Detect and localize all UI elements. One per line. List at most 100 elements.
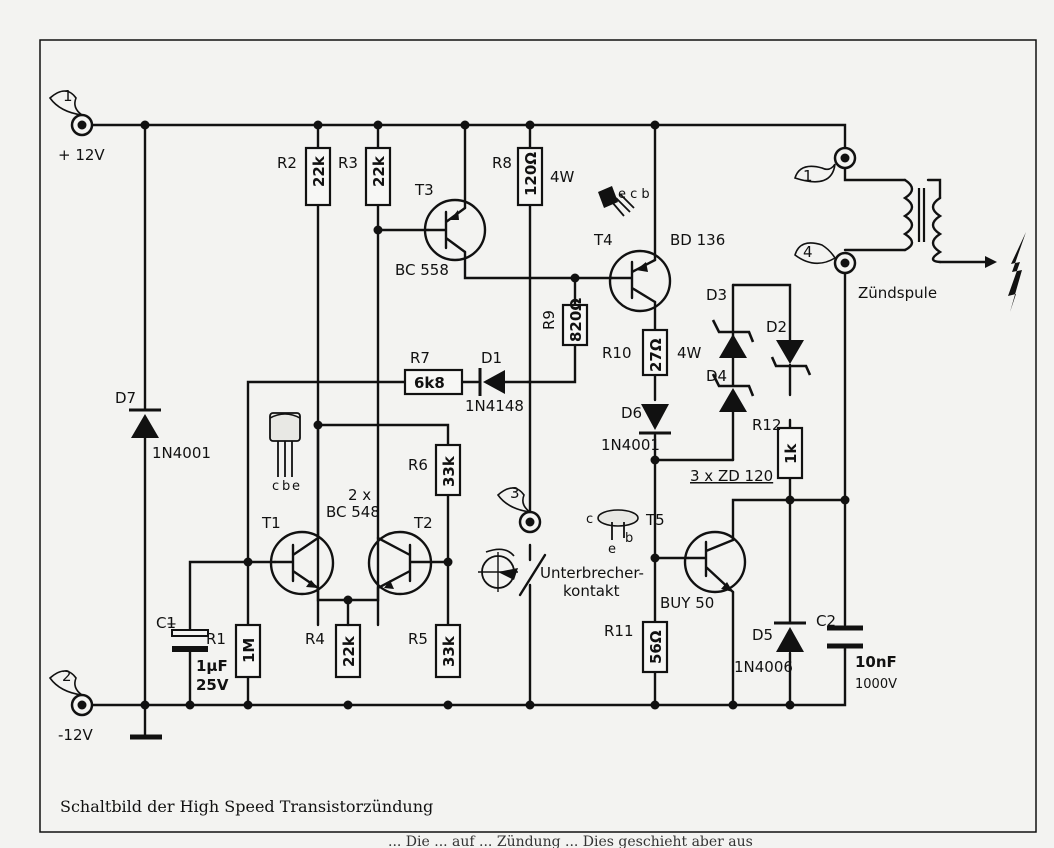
zener-d4: D4 [706, 367, 755, 412]
svg-text:820Ω: 820Ω [567, 298, 585, 342]
svg-text:1: 1 [63, 87, 73, 105]
minus-12v-label: -12V [58, 726, 93, 744]
svg-text:D3: D3 [706, 286, 727, 304]
svg-text:T5: T5 [645, 511, 665, 529]
svg-text:C2: C2 [816, 612, 836, 630]
resistor-r1: 1M R1 [206, 623, 262, 679]
svg-text:D7: D7 [115, 389, 136, 407]
svg-text:C1: C1 [156, 614, 176, 632]
transistor-t1: T1 [261, 423, 350, 602]
resistor-r7: 6k8 R7 [403, 349, 464, 396]
resistor-r5: 33k R5 [408, 623, 462, 679]
svg-text:D6: D6 [621, 404, 642, 422]
svg-text:4: 4 [803, 243, 813, 261]
terminal-1: 1 [48, 87, 94, 137]
svg-text:b: b [282, 479, 290, 494]
pair-type-label: BC 548 [326, 503, 380, 521]
svg-text:D4: D4 [706, 367, 727, 385]
svg-text:R2: R2 [277, 154, 297, 172]
diode-d5: D5 1N4006 [734, 621, 806, 676]
svg-text:10nF: 10nF [855, 653, 897, 671]
svg-text:R9: R9 [540, 310, 558, 330]
svg-text:c: c [272, 479, 279, 494]
to3-package-icon: c b e [586, 509, 639, 557]
ignition-coil: Zündspule [858, 178, 997, 302]
svg-text:BD 136: BD 136 [670, 231, 725, 249]
svg-text:1N4001: 1N4001 [601, 436, 660, 454]
resistor-r2: 22k R2 [277, 146, 332, 207]
svg-text:27Ω: 27Ω [647, 338, 665, 372]
to126-package-icon: e c b [598, 186, 650, 217]
svg-text:R12: R12 [752, 416, 782, 434]
diode-d7: D7 1N4001 [115, 389, 211, 462]
svg-text:e c b: e c b [618, 187, 650, 202]
terminal-3: 3 [496, 484, 542, 534]
svg-text:R1: R1 [206, 630, 226, 648]
svg-text:R4: R4 [305, 630, 325, 648]
svg-text:1N4148: 1N4148 [465, 397, 524, 415]
svg-text:22k: 22k [310, 155, 328, 187]
spark-icon [1008, 232, 1026, 312]
figure-caption: Schaltbild der High Speed Transistorzünd… [60, 797, 433, 816]
transistor-t2: T2 [346, 514, 450, 627]
resistor-r9: 820Ω R9 [540, 298, 589, 347]
svg-text:R10: R10 [602, 344, 632, 362]
svg-text:+: + [166, 617, 177, 632]
transistor-t5: T5 BUY 50 [645, 511, 747, 612]
svg-text:b: b [625, 531, 633, 546]
svg-text:1N4006: 1N4006 [734, 658, 793, 676]
svg-text:T3: T3 [414, 181, 434, 199]
plus-12v-label: + 12V [58, 146, 105, 164]
svg-text:33k: 33k [440, 635, 458, 667]
svg-text:R7: R7 [410, 349, 430, 367]
svg-text:22k: 22k [370, 155, 388, 187]
svg-text:3: 3 [510, 484, 520, 502]
svg-text:R6: R6 [408, 456, 428, 474]
transistor-t3: T3 BC 558 [395, 181, 487, 279]
svg-text:e: e [292, 479, 300, 494]
to92-package-icon: c b e [269, 412, 301, 494]
terminal-1-coil: 1 [793, 146, 857, 185]
svg-text:4W: 4W [677, 344, 702, 362]
svg-text:6k8: 6k8 [414, 374, 445, 392]
resistor-r10: 27Ω R10 4W [602, 328, 702, 377]
svg-text:T2: T2 [413, 514, 433, 532]
svg-text:T1: T1 [261, 514, 281, 532]
terminal-4: 4 [794, 242, 857, 275]
figure-frame [39, 39, 1037, 833]
svg-text:D1: D1 [481, 349, 502, 367]
svg-text:2: 2 [62, 667, 72, 685]
svg-text:BC 558: BC 558 [395, 261, 449, 279]
zener-d3: D3 [706, 286, 755, 358]
svg-text:kontakt: kontakt [563, 582, 620, 600]
breaker-contact: Unterbrecher- kontakt [478, 548, 644, 600]
svg-text:c: c [586, 512, 593, 527]
resistor-r3: 22k R3 [338, 146, 392, 207]
resistor-r11: 56Ω R11 [604, 620, 669, 674]
resistor-r4: 22k R4 [305, 623, 362, 679]
svg-text:BUY 50: BUY 50 [660, 594, 714, 612]
svg-text:1M: 1M [240, 638, 258, 663]
capacitor-c2: C2 10nF 1000V [816, 612, 897, 692]
svg-text:120Ω: 120Ω [522, 152, 540, 196]
svg-text:T4: T4 [593, 231, 613, 249]
page-text-fragment: ... Die ... auf ... Zündung ... Dies ges… [388, 834, 753, 848]
transistor-t4: T4 BD 136 [593, 231, 725, 313]
svg-text:D5: D5 [752, 626, 773, 644]
svg-text:4W: 4W [550, 168, 575, 186]
svg-text:R8: R8 [492, 154, 512, 172]
svg-text:56Ω: 56Ω [647, 630, 665, 664]
svg-text:1µF: 1µF [196, 657, 228, 675]
zener-d2: D2 [766, 318, 812, 376]
svg-text:1k: 1k [782, 443, 800, 464]
resistor-r12: 1k R12 [752, 416, 804, 480]
resistor-r8: 120Ω R8 4W [492, 146, 575, 207]
svg-text:Unterbrecher-: Unterbrecher- [540, 564, 644, 582]
svg-text:D2: D2 [766, 318, 787, 336]
terminal-2: 2 [48, 667, 94, 717]
svg-text:1N4001: 1N4001 [152, 444, 211, 462]
svg-text:R3: R3 [338, 154, 358, 172]
svg-text:Zündspule: Zündspule [858, 284, 937, 302]
svg-text:33k: 33k [440, 455, 458, 487]
svg-text:R11: R11 [604, 622, 634, 640]
